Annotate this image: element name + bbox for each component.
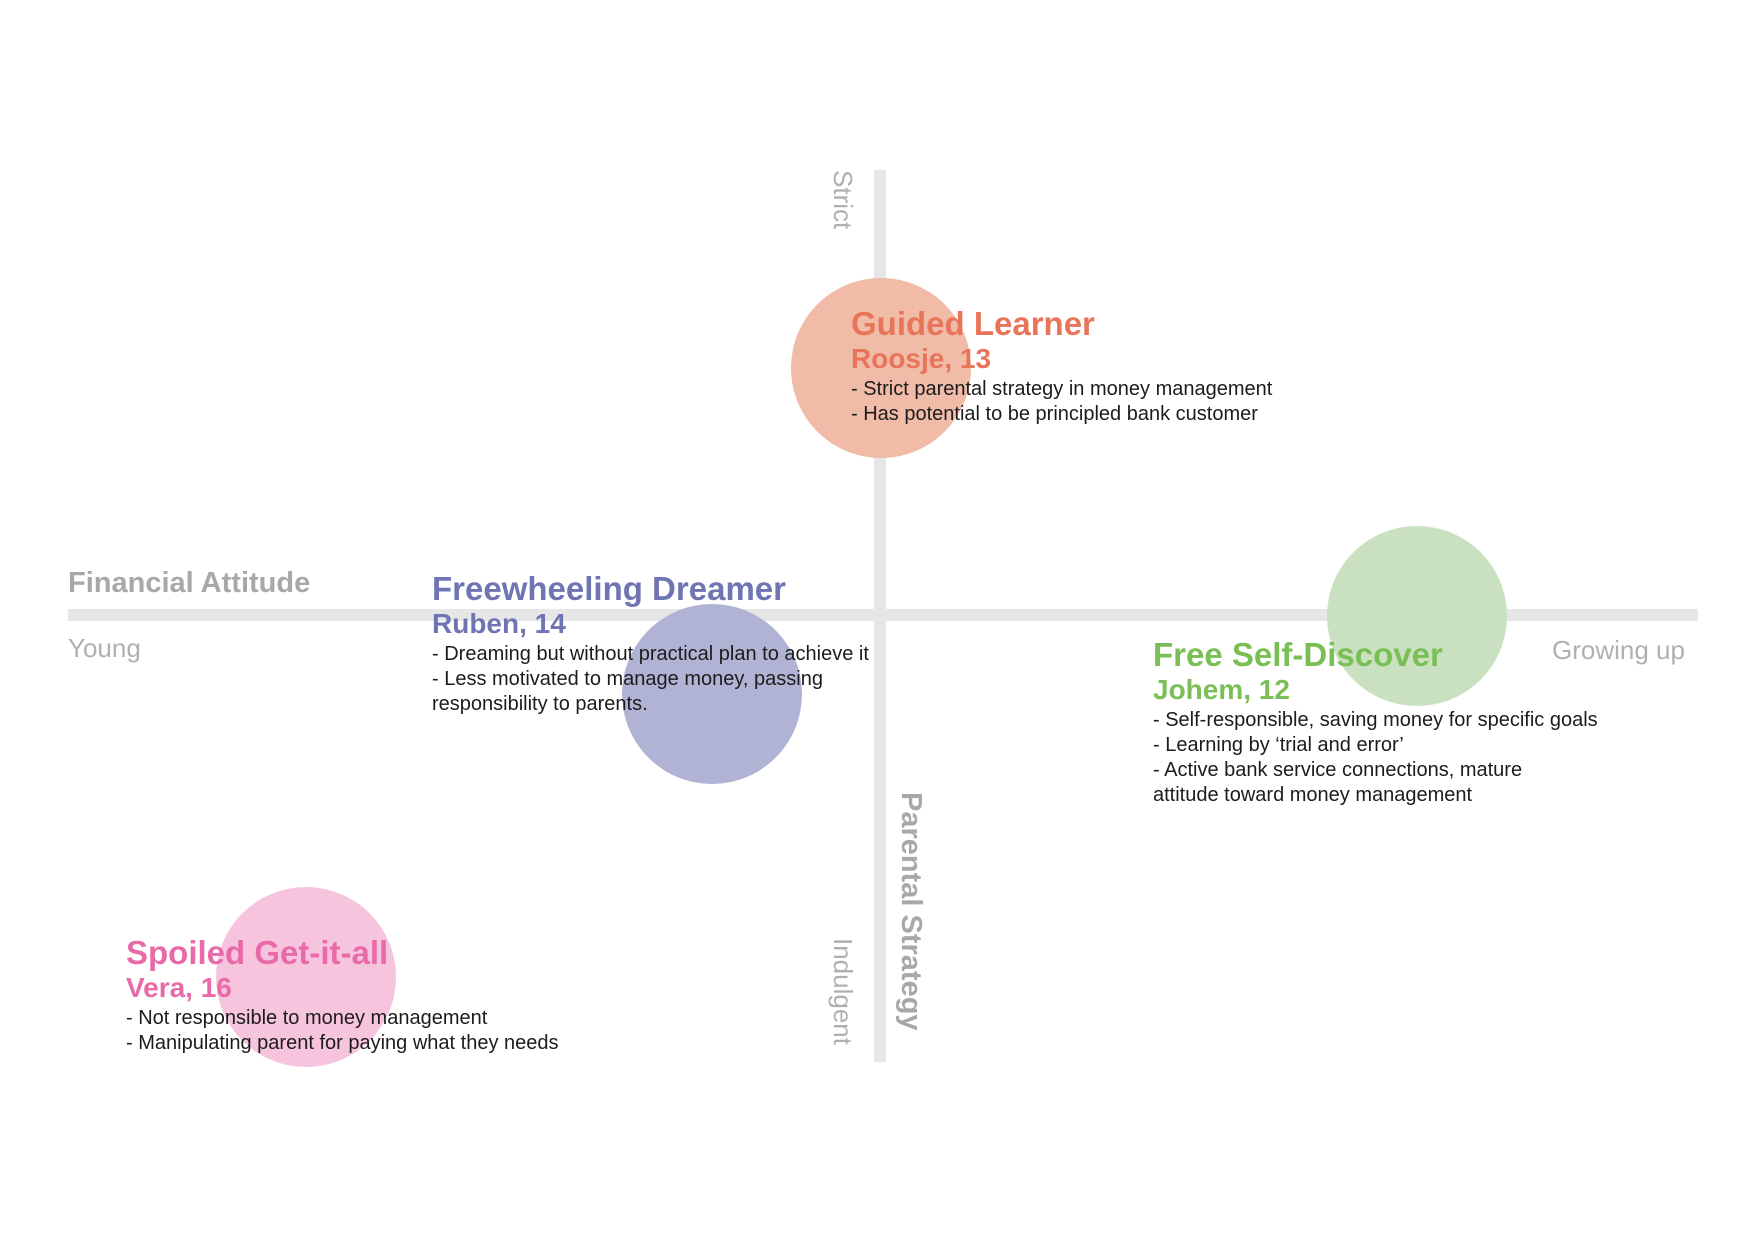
persona-point: responsibility to parents. [432, 693, 648, 715]
freewheeling-dreamer-persona: Freewheeling Dreamer Ruben, 14 - Dreamin… [432, 570, 869, 717]
free-self-discover-persona: Free Self-Discover Johem, 12 - Self-resp… [1153, 636, 1598, 808]
spoiled-get-it-all-bubble [216, 887, 396, 1067]
persona-name: Spoiled Get-it-all [126, 934, 389, 971]
persona-name: Guided Learner [851, 305, 1095, 342]
persona-points: - Self-responsible, saving money for spe… [1153, 708, 1598, 808]
growing-up-label: Growing up [1552, 635, 1685, 665]
indulgent-label: Indulgent [828, 938, 858, 1045]
persona-point: - Learning by ‘trial and error’ [1153, 734, 1404, 756]
persona-who: Vera, 16 [126, 972, 232, 1003]
persona-point: - Strict parental strategy in money mana… [851, 378, 1273, 400]
young-label: Young [68, 633, 141, 663]
free-self-discover-bubble [1327, 526, 1507, 706]
guided-learner-persona: Guided Learner Roosje, 13 - Strict paren… [851, 305, 1272, 427]
persona-point: attitude toward money management [1153, 784, 1473, 806]
persona-point: - Active bank service connections, matur… [1153, 759, 1523, 781]
persona-point: - Manipulating parent for paying what th… [126, 1032, 559, 1054]
parental-strategy-title: Parental Strategy [895, 792, 927, 1031]
persona-who: Ruben, 14 [432, 608, 566, 639]
persona-who: Roosje, 13 [851, 343, 992, 374]
strict-label: Strict [828, 170, 858, 230]
persona-points: - Dreaming but without practical plan to… [432, 642, 869, 717]
persona-name: Free Self-Discover [1153, 636, 1443, 673]
persona-point: - Not responsible to money management [126, 1007, 488, 1029]
persona-points: - Strict parental strategy in money mana… [851, 377, 1272, 427]
persona-name: Freewheeling Dreamer [432, 570, 786, 607]
spoiled-get-it-all-persona: Spoiled Get-it-all Vera, 16 - Not respon… [126, 934, 559, 1056]
persona-points: - Not responsible to money management - … [126, 1006, 559, 1056]
freewheeling-dreamer-bubble [622, 604, 802, 784]
persona-who: Johem, 12 [1153, 674, 1290, 705]
persona-point: - Self-responsible, saving money for spe… [1153, 709, 1598, 731]
financial-attitude-title: Financial Attitude [68, 567, 311, 599]
guided-learner-bubble [791, 278, 971, 458]
persona-point: - Has potential to be principled bank cu… [851, 403, 1258, 425]
persona-point: - Less motivated to manage money, passin… [432, 668, 823, 690]
persona-point: - Dreaming but without practical plan to… [432, 643, 869, 665]
